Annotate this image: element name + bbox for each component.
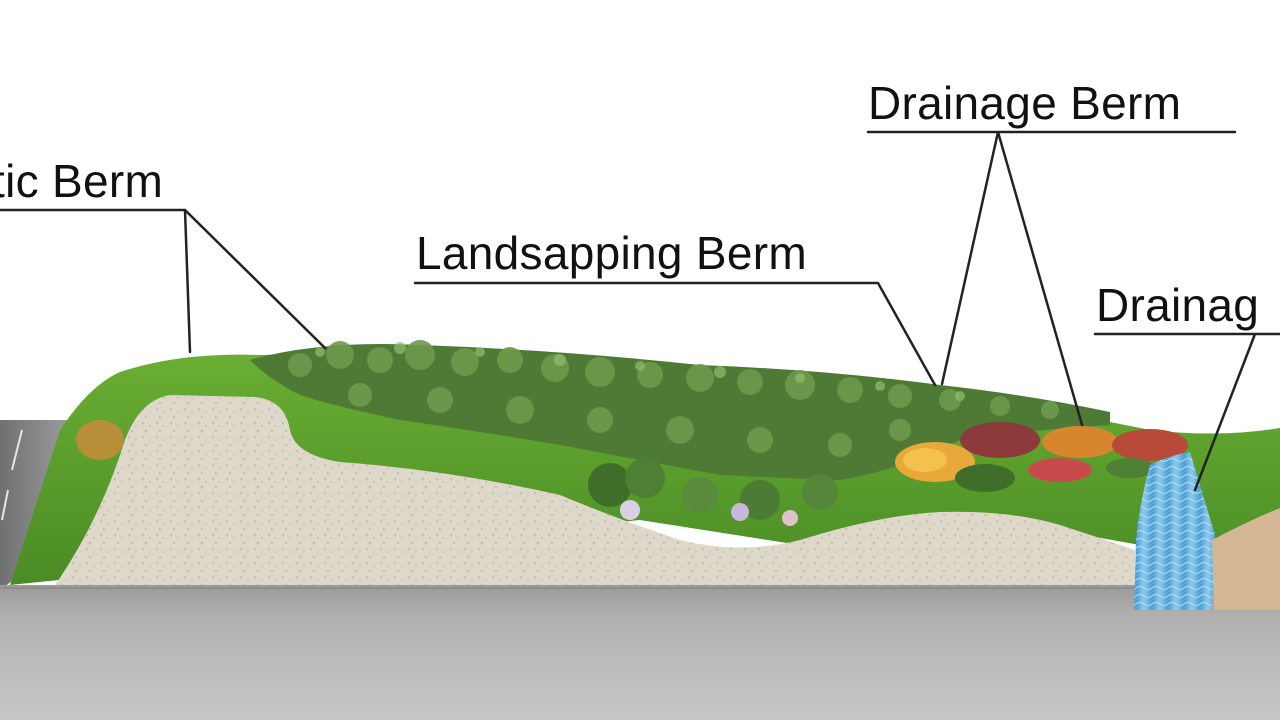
gravel-core [55, 395, 1135, 585]
label-drainage-berm: Drainage Berm [868, 77, 1182, 129]
soil-block [1212, 508, 1280, 610]
ground-base [0, 585, 1280, 720]
label-drainage-channel: Drainag [1096, 279, 1260, 331]
leader-drainage-channel [1093, 332, 1280, 492]
leader-lines [0, 130, 1280, 492]
shrub-cluster [588, 458, 838, 526]
label-landscaping-berm: Landsapping Berm [416, 227, 807, 279]
leader-aesthetic [0, 208, 327, 354]
road-marking [1, 429, 23, 521]
vegetation-band [250, 344, 1110, 480]
drainage-water [1134, 452, 1215, 610]
vegetation-highlights [315, 342, 965, 401]
soil-patch [76, 420, 124, 460]
label-aesthetic-berm: tic Berm [0, 155, 164, 207]
flower-bed [895, 422, 1188, 492]
leader-drainage-berm [866, 130, 1237, 427]
leader-landscaping [413, 281, 937, 387]
